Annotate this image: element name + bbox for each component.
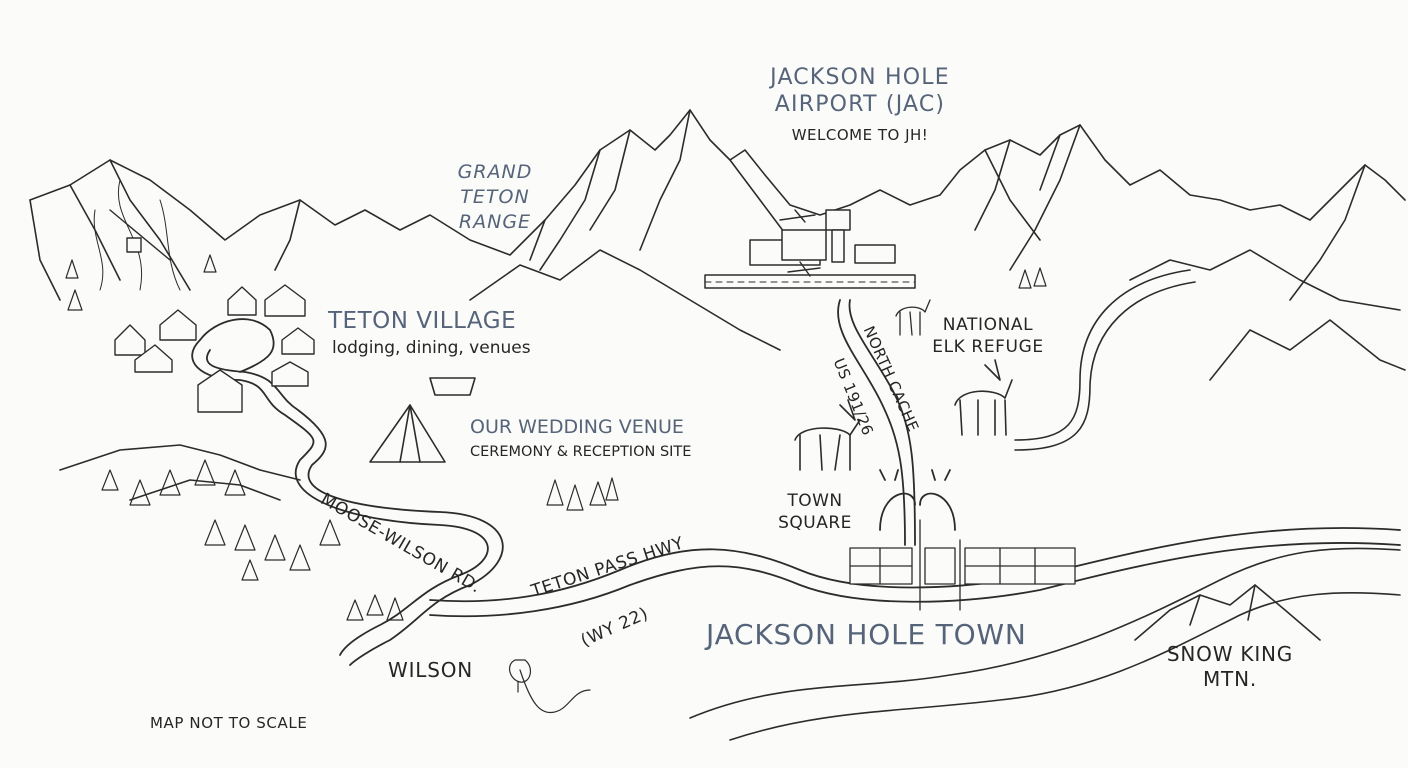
town-grid bbox=[849, 519, 1076, 611]
teton-village-sub: lodging, dining, venues bbox=[332, 338, 531, 358]
control-tower-icon bbox=[825, 209, 851, 263]
snow-king-label: SNOW KING MTN. bbox=[1150, 642, 1310, 692]
gondola-icon bbox=[109, 209, 171, 261]
snow-king-line1: SNOW KING bbox=[1166, 642, 1294, 666]
range-line1: GRAND bbox=[457, 161, 533, 183]
refuge-label: NATIONAL ELK REFUGE bbox=[918, 314, 1058, 358]
town-square-line2: SQUARE bbox=[778, 513, 852, 533]
range-line2: TETON bbox=[460, 186, 530, 208]
airport-label: JACKSON HOLE AIRPORT (JAC) bbox=[760, 64, 960, 118]
elk-icon bbox=[794, 399, 861, 471]
town-square-line1: TOWN bbox=[787, 491, 843, 511]
airport-name-line1: JACKSON HOLE bbox=[770, 65, 950, 90]
elk-icon bbox=[895, 299, 931, 336]
refuge-line2: ELK REFUGE bbox=[932, 337, 1044, 357]
pine-tree-icon bbox=[65, 254, 1047, 621]
tent-icon bbox=[369, 377, 476, 463]
wilson-label: WILSON bbox=[388, 658, 474, 682]
tree-icon bbox=[508, 659, 532, 693]
snow-king-line2: MTN. bbox=[1203, 667, 1257, 691]
teton-village-label: TETON VILLAGE bbox=[328, 308, 517, 334]
elk-icon bbox=[954, 359, 1013, 436]
venue-sub: CEREMONY & RECEPTION SITE bbox=[470, 444, 692, 460]
town-square-label: TOWN SQUARE bbox=[775, 490, 855, 534]
town-label: JACKSON HOLE TOWN bbox=[706, 618, 1027, 651]
refuge-road bbox=[1014, 269, 1196, 451]
airport-welcome: WELCOME TO JH! bbox=[791, 126, 929, 144]
moose-wilson-road bbox=[191, 318, 504, 666]
airplane-icon bbox=[779, 209, 821, 277]
mountain-icon bbox=[29, 109, 1406, 641]
scale-note: MAP NOT TO SCALE bbox=[150, 714, 308, 732]
venue-label: OUR WEDDING VENUE bbox=[470, 416, 684, 438]
range-line3: RANGE bbox=[458, 211, 532, 233]
teton-pass-highway bbox=[429, 527, 1401, 618]
antler-arch-icon bbox=[879, 469, 956, 531]
range-label: GRAND TETON RANGE bbox=[440, 160, 550, 235]
cabin-icon bbox=[114, 284, 315, 413]
refuge-line1: NATIONAL bbox=[942, 315, 1034, 335]
us-191-highway bbox=[837, 299, 916, 546]
snake-river bbox=[519, 547, 1401, 741]
airport-buildings bbox=[704, 229, 916, 289]
airport-name-line2: AIRPORT (JAC) bbox=[774, 92, 946, 117]
